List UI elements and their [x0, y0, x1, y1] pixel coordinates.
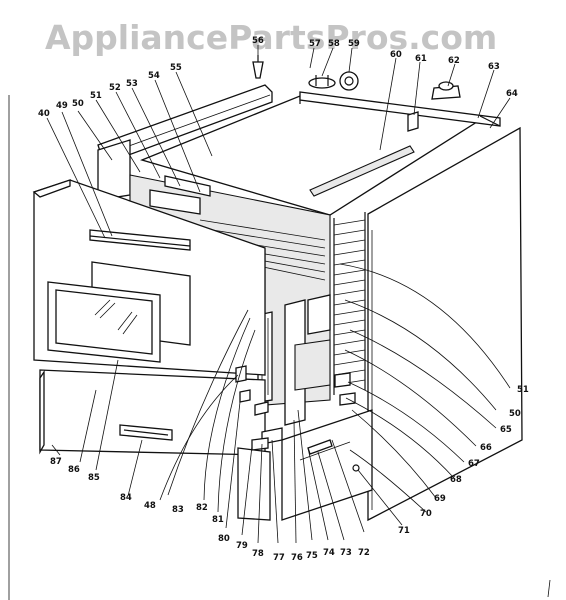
bottom-storage-plate [281, 409, 373, 521]
door-internals [235, 365, 360, 472]
part-label-86: 86 [68, 465, 80, 475]
part-label-52: 52 [109, 83, 121, 93]
door-hinge-assembly [257, 294, 331, 426]
part-label-72: 72 [358, 548, 370, 558]
part-label-53: 53 [126, 79, 138, 89]
part-label-68: 68 [450, 475, 462, 485]
part-label-78: 78 [252, 549, 264, 559]
part-label-82: 82 [196, 503, 208, 513]
part-label-55: 55 [170, 63, 182, 73]
part-label-50-right: 50 [509, 409, 521, 419]
part-label-77: 77 [273, 553, 285, 563]
part-label-69: 69 [434, 494, 446, 504]
oven-door [32, 179, 266, 376]
part-labels: 40 49 50 51 52 53 54 55 56 57 58 59 60 6… [38, 36, 529, 563]
part-label-71: 71 [398, 526, 410, 536]
part-label-85: 85 [88, 473, 100, 483]
part-label-87: 87 [50, 457, 62, 467]
part-label-73: 73 [340, 548, 352, 558]
fitting-58 [308, 75, 336, 89]
watermark-text: AppliancePartsPros.com [45, 18, 498, 57]
part-label-63: 63 [488, 62, 500, 72]
part-label-51-right: 51 [517, 385, 529, 395]
part-label-80: 80 [218, 534, 230, 544]
storage-drawer [39, 369, 266, 456]
part-label-60: 60 [390, 50, 402, 60]
part-label-66: 66 [480, 443, 492, 453]
part-label-51: 51 [90, 91, 102, 101]
part-label-62: 62 [448, 56, 460, 66]
part-label-64: 64 [506, 89, 518, 99]
part-label-81: 81 [212, 515, 224, 525]
part-label-67: 67 [468, 459, 480, 469]
knob-59 [339, 71, 359, 91]
part-label-76: 76 [291, 553, 303, 563]
part-label-40: 40 [38, 109, 50, 119]
top-hardware-parts [252, 55, 461, 132]
right-side-panel [367, 126, 523, 522]
part-label-56: 56 [252, 36, 264, 46]
part-label-75: 75 [306, 551, 318, 561]
part-label-61: 61 [415, 54, 427, 64]
part-label-79: 79 [236, 541, 248, 551]
clip-61 [407, 111, 419, 132]
part-label-54: 54 [148, 71, 160, 81]
part-label-57: 57 [309, 39, 321, 49]
part-label-65: 65 [500, 425, 512, 435]
leader-lines [46, 45, 511, 544]
grommet-62 [431, 81, 461, 100]
drawer-front-panel [237, 447, 271, 521]
part-label-48: 48 [144, 501, 156, 511]
part-label-49: 49 [56, 101, 68, 111]
part-label-84: 84 [120, 493, 132, 503]
part-label-50: 50 [72, 99, 84, 109]
part-label-59: 59 [348, 39, 360, 49]
back-top-rail [299, 91, 501, 127]
part-label-70: 70 [420, 509, 432, 519]
part-label-74: 74 [323, 548, 335, 558]
side-vent-grille [333, 212, 366, 395]
part-label-58: 58 [328, 39, 340, 49]
screw-56 [252, 55, 264, 79]
part-label-83: 83 [172, 505, 184, 515]
